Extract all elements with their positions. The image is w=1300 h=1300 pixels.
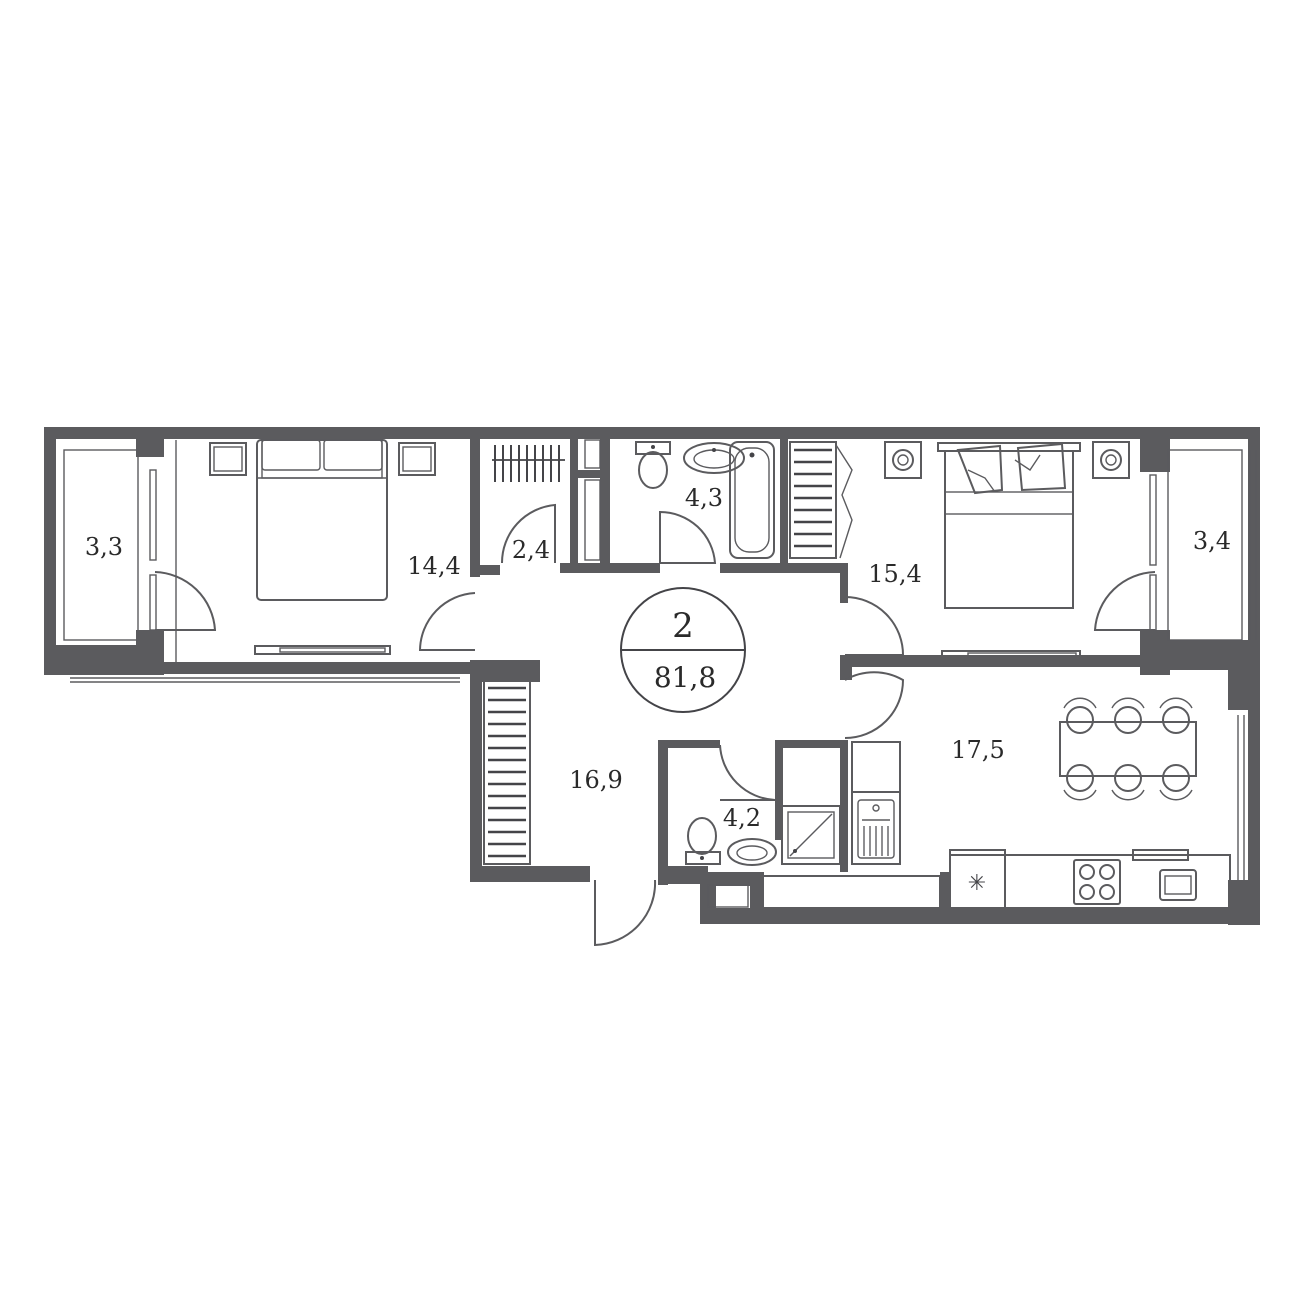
svg-text:✳: ✳ [968,871,986,896]
area-label-bedroom-left: 14,4 [407,552,460,580]
right-wardrobe [789,441,853,559]
room-labels: 3,3 14,4 2,4 4,3 15,4 3,4 16,9 4,2 17,5 [85,484,1231,832]
area-label-balcony-left: 3,3 [85,533,123,561]
windows [47,450,1257,880]
wardrobe-hangers [492,439,601,561]
right-bedroom-furniture [884,441,1130,660]
balcony-left [63,440,177,662]
area-label-kitchen: 17,5 [951,736,1004,764]
total-area: 81,8 [654,661,716,694]
rooms-count: 2 [672,606,694,646]
left-bedroom-furniture [209,439,436,655]
area-label-bathroom-bottom: 4,2 [723,804,761,832]
doors [154,503,1156,947]
walls [44,427,1260,925]
hall-wardrobe [483,677,531,865]
bottom-bathroom-fixtures [685,805,841,908]
area-label-bathroom-top: 4,3 [685,484,723,512]
top-bathroom-fixtures [635,441,775,559]
apartment-badge: 2 81,8 [620,587,746,713]
area-label-wardrobe: 2,4 [512,536,550,564]
dining-table [1059,697,1197,801]
area-label-balcony-right: 3,4 [1193,527,1231,555]
area-label-bedroom-right: 15,4 [868,560,921,588]
area-label-hall: 16,9 [569,766,622,794]
kitchen-cabinets: ✳ [761,741,1231,909]
